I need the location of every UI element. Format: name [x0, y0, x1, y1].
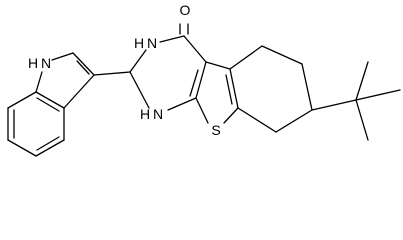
indole-hydrogen-label: H — [28, 55, 38, 71]
molecule-structure: O N H N H N H S — [7, 2, 401, 157]
thiophene-ring — [195, 61, 239, 124]
indole-benzene-ring — [7, 91, 65, 157]
pyrimidinone-ring — [129, 35, 207, 111]
indole-nitrogen-label: N — [41, 55, 51, 71]
tert-butyl-group — [311, 61, 401, 141]
cyclohexane-ring — [229, 45, 313, 133]
sulfur-atom-label: S — [211, 122, 220, 138]
indole-link-bond — [93, 71, 131, 76]
atom-labels: O N H N H N H S — [28, 2, 221, 138]
amide-hydrogen-label: H — [134, 35, 144, 51]
oxygen-atom-label: O — [180, 2, 191, 18]
amine-nitrogen-label: N — [153, 106, 163, 122]
carbonyl-bond — [179, 23, 189, 35]
amide-nitrogen-label: N — [147, 35, 157, 51]
amine-hydrogen-label: H — [140, 106, 150, 122]
indole-pyrrole-ring — [35, 52, 95, 109]
